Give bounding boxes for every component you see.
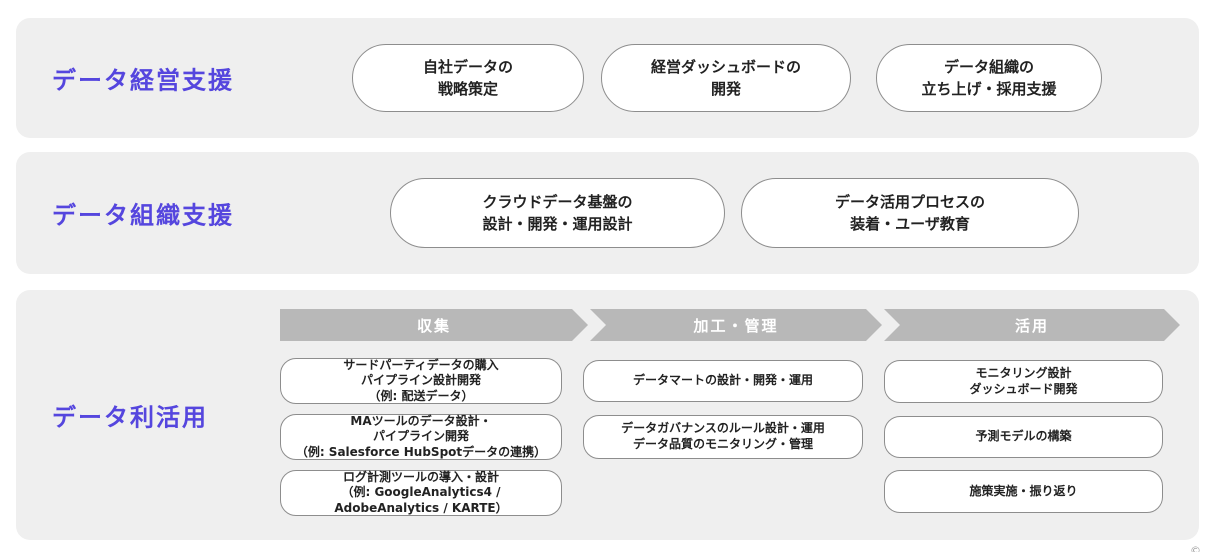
pill-data-utilization-process: データ活用プロセスの 装着・ユーザ教育 [741,178,1079,248]
box-thirdparty-data-pipeline: サードパーティデータの購入 パイプライン設計開発 （例: 配送データ） [280,358,562,404]
flow-arrow-collect: 収集 [280,309,588,341]
band1-label: データ経営支援 [52,66,234,95]
watermark-text: © [1190,544,1201,552]
box-predictive-model: 予測モデルの構築 [884,416,1163,458]
band2-label: データ組織支援 [52,201,234,230]
pill-cloud-data-platform: クラウドデータ基盤の 設計・開発・運用設計 [390,178,725,248]
box-measure-execution-review: 施策実施・振り返り [884,470,1163,513]
box-monitoring-dashboard: モニタリング設計 ダッシュボード開発 [884,360,1163,403]
pill-data-org-launch-hiring: データ組織の 立ち上げ・採用支援 [876,44,1102,112]
band-data-management-support: データ経営支援 自社データの 戦略策定 経営ダッシュボードの 開発 データ組織の… [16,18,1199,138]
box-log-measurement-tools: ログ計測ツールの導入・設計 （例: GoogleAnalytics4 / Ado… [280,470,562,516]
box-ma-tool-pipeline: MAツールのデータ設計・ パイプライン開発 （例: Salesforce Hub… [280,414,562,460]
band-data-utilization: データ利活用 収集 加工・管理 活用 サードパーティデータの購入 パイプライン設… [16,290,1199,540]
pill-executive-dashboard-dev: 経営ダッシュボードの 開発 [601,44,851,112]
box-data-governance-quality: データガバナンスのルール設計・運用 データ品質のモニタリング・管理 [583,415,863,459]
flow-arrow-utilize: 活用 [884,309,1180,341]
box-datamart-design: データマートの設計・開発・運用 [583,360,863,402]
pill-own-data-strategy: 自社データの 戦略策定 [352,44,584,112]
band3-label: データ利活用 [52,403,208,432]
flow-arrow-process-manage: 加工・管理 [590,309,882,341]
band-data-organization-support: データ組織支援 クラウドデータ基盤の 設計・開発・運用設計 データ活用プロセスの… [16,152,1199,274]
